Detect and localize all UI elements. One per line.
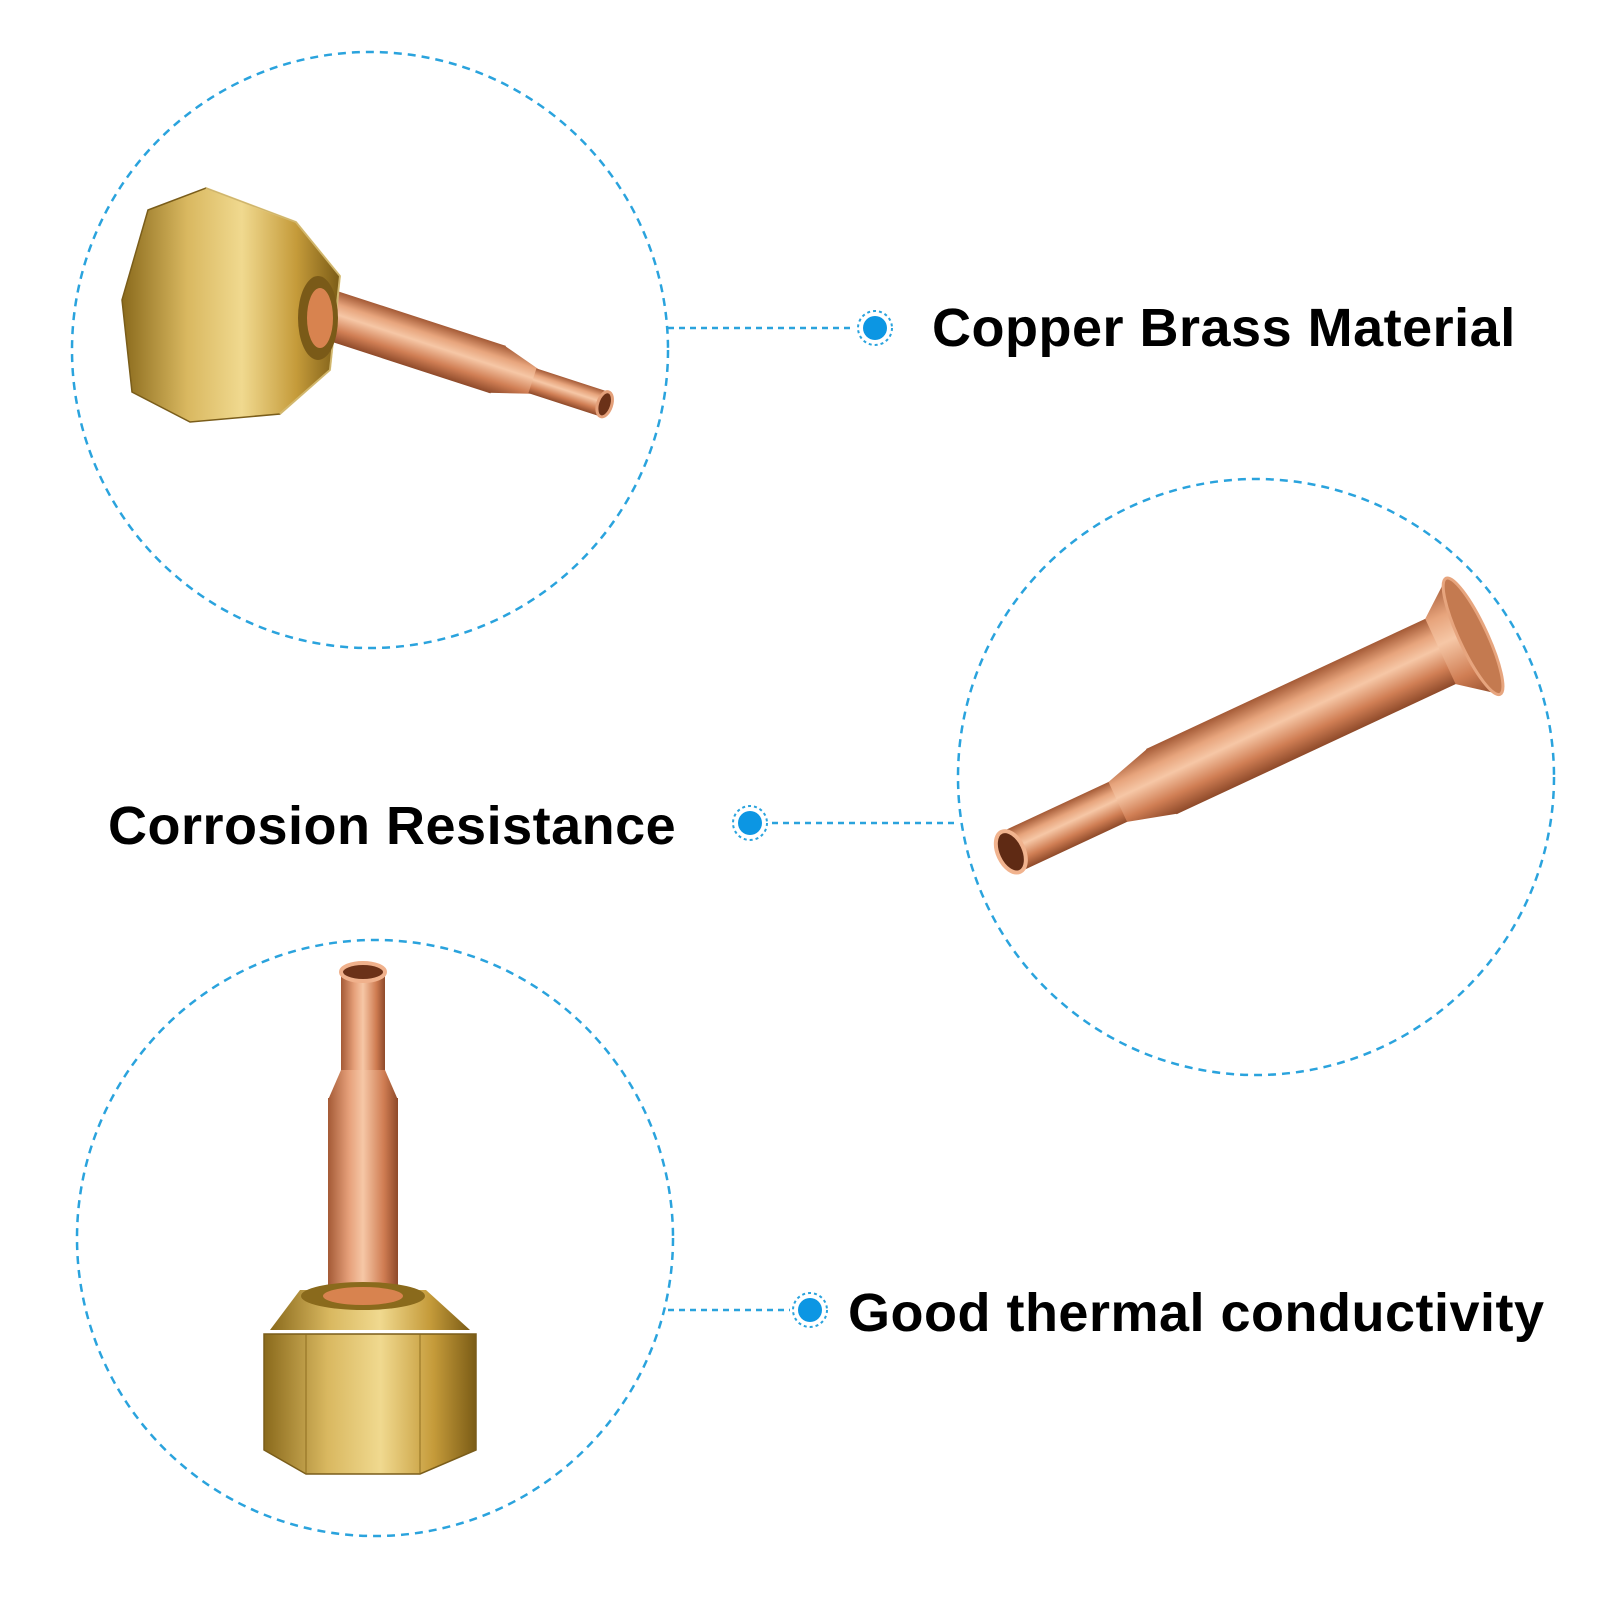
- brass-nut-copper-tube-upright-icon: [263, 961, 477, 1475]
- dashed-circle-1: [70, 50, 670, 650]
- feature-label-copper-brass: Copper Brass Material: [932, 298, 1516, 358]
- feature-label-corrosion-resistance: Corrosion Resistance: [108, 796, 677, 856]
- dashed-circle-3: [75, 938, 675, 1538]
- bullet-dot-1-fill: [863, 316, 887, 340]
- copper-flared-tube-icon: [993, 576, 1505, 875]
- dashed-circle-2: [956, 477, 1556, 1077]
- brass-nut-copper-tube-icon: [121, 187, 614, 423]
- bullet-dot-3-fill: [798, 1298, 822, 1322]
- bullet-dot-2-fill: [738, 811, 762, 835]
- feature-label-thermal-conductivity: Good thermal conductivity: [848, 1283, 1545, 1343]
